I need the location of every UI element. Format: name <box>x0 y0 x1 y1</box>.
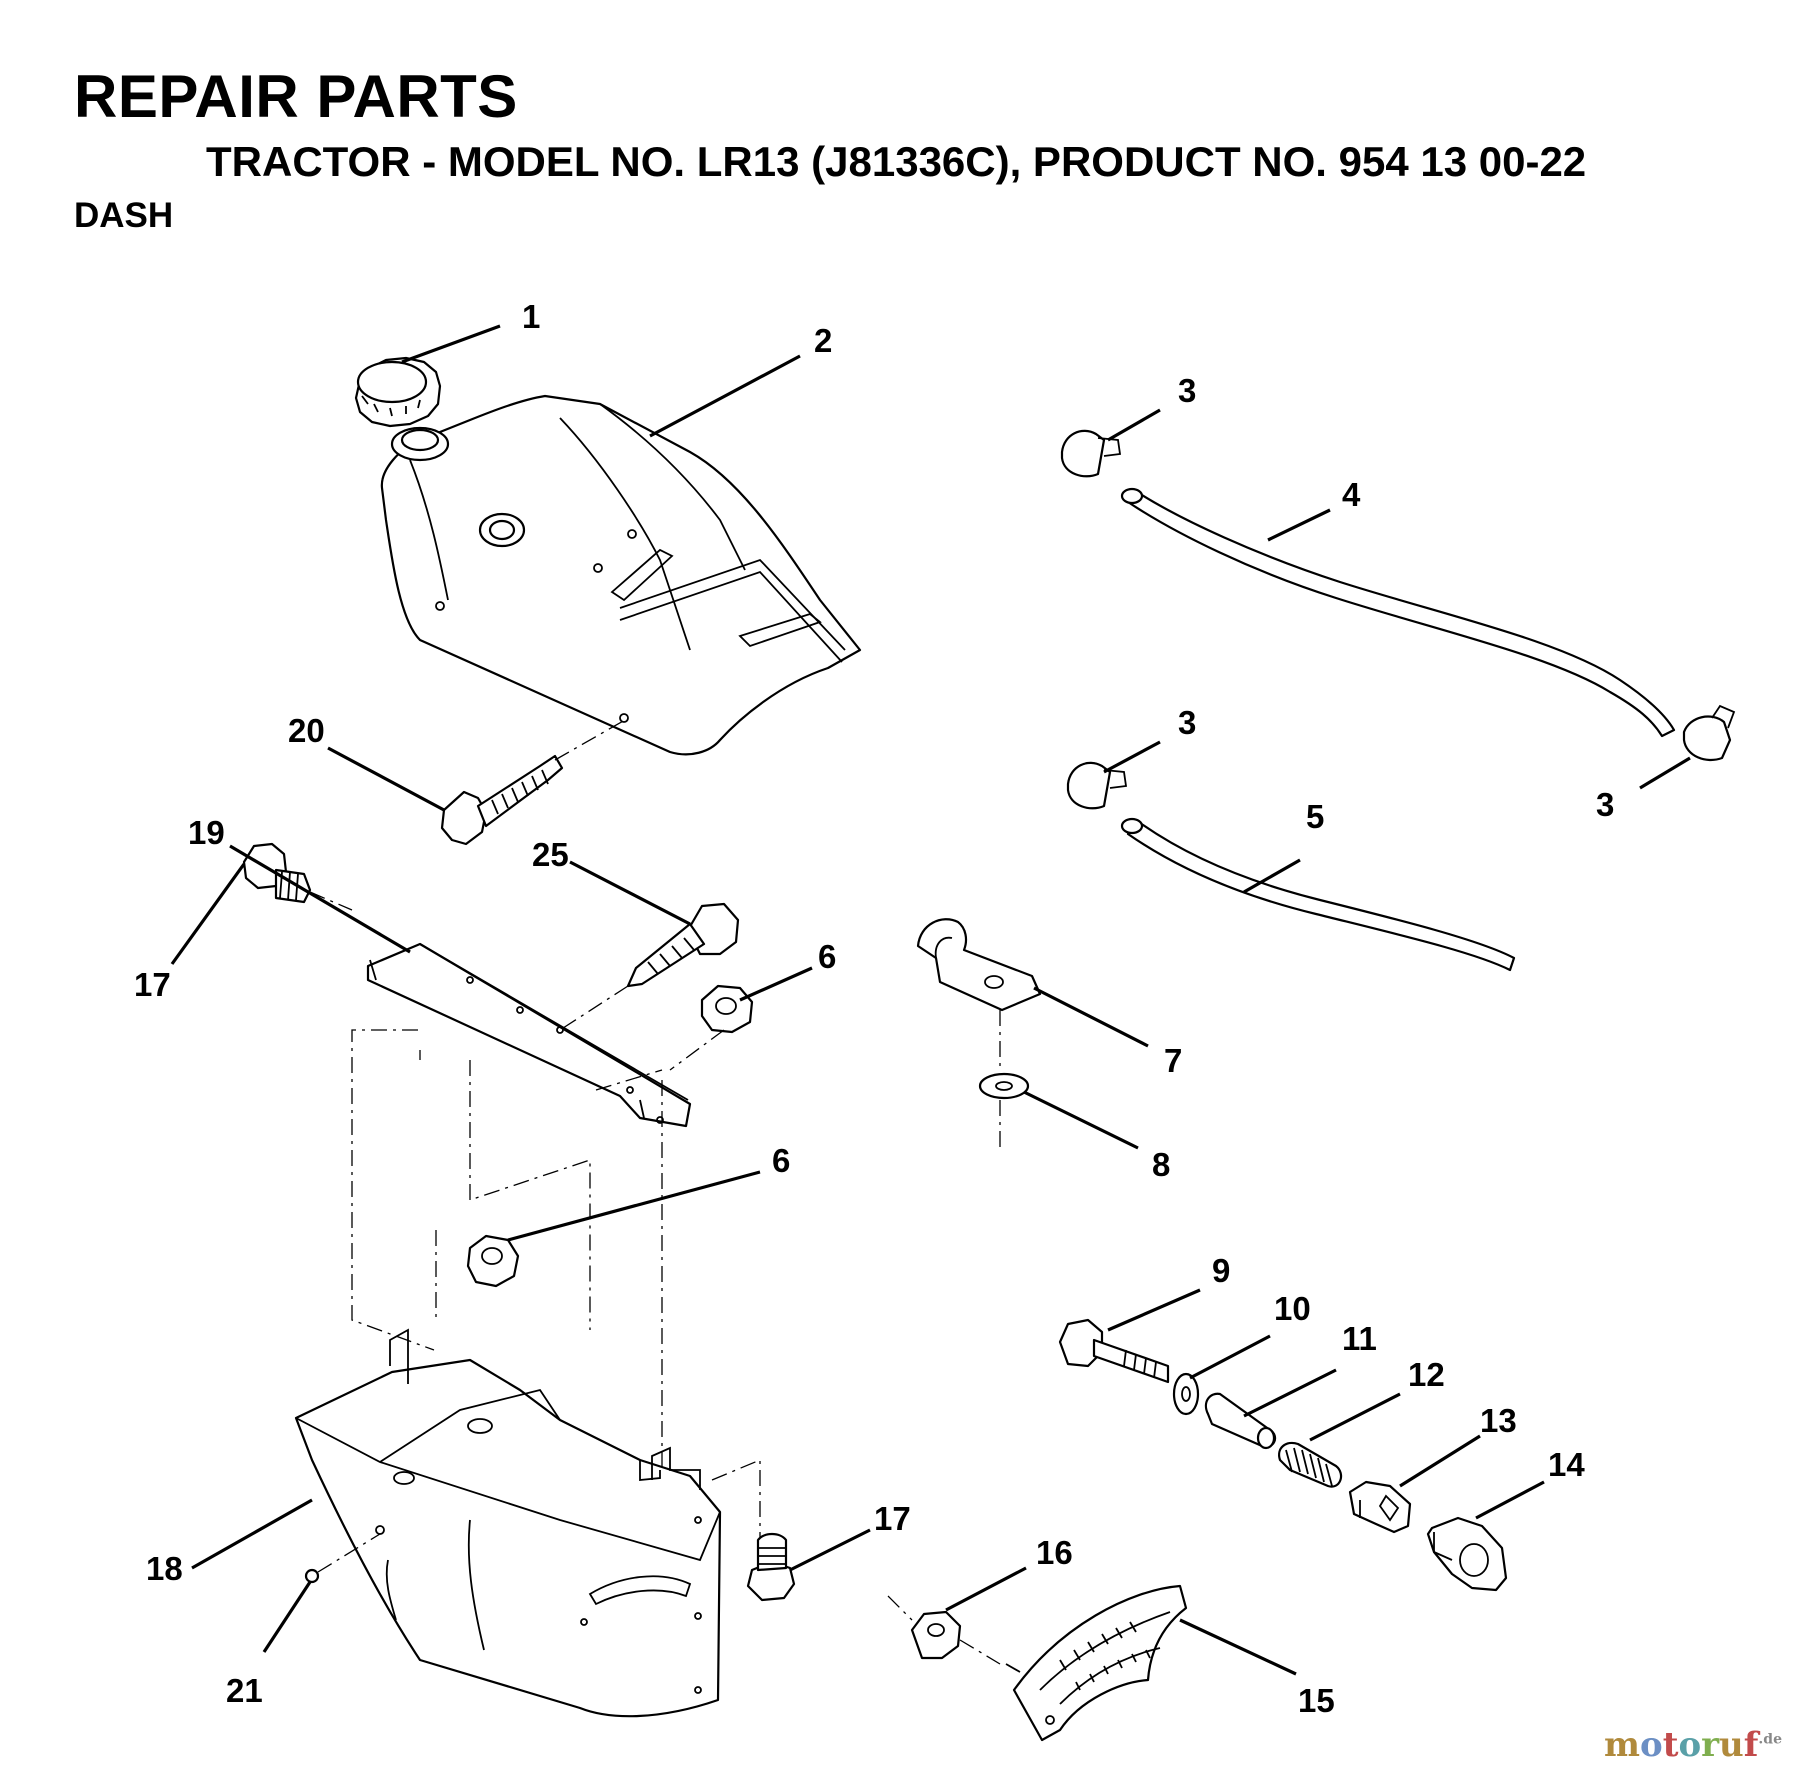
bracket-19-part[interactable] <box>366 942 692 1128</box>
callout-14: 14 <box>1548 1446 1585 1483</box>
callout-6-upper: 6 <box>818 938 836 975</box>
callout-25: 25 <box>532 836 569 873</box>
callout-4: 4 <box>1342 476 1361 513</box>
callout-17-lower: 17 <box>874 1500 911 1537</box>
callout-13: 13 <box>1480 1402 1517 1439</box>
bolt-9-part[interactable] <box>1058 1318 1170 1384</box>
callout-labels: 1 2 3 3 3 3 4 5 6 6 7 8 9 10 11 12 13 14… <box>134 298 1614 1719</box>
nut-6-lower-part[interactable] <box>466 1234 520 1288</box>
callout-19: 19 <box>188 814 225 851</box>
callout-5: 5 <box>1306 798 1324 835</box>
callout-8: 8 <box>1152 1146 1170 1183</box>
callout-2: 2 <box>814 322 832 359</box>
bolt-17-lower-part[interactable] <box>746 1532 796 1602</box>
bolt-25-part[interactable] <box>559 902 740 1031</box>
fuel-hose-5-part[interactable] <box>1120 817 1516 972</box>
callout-10: 10 <box>1274 1290 1311 1327</box>
nut-16-part[interactable] <box>887 1595 1001 1665</box>
spring-12-part[interactable] <box>1278 1441 1343 1488</box>
callout-16: 16 <box>1036 1534 1073 1571</box>
throttle-handle-14-part[interactable] <box>1426 1516 1508 1592</box>
hose-clamp-3b-part[interactable] <box>1066 761 1128 810</box>
callout-15: 15 <box>1298 1682 1335 1719</box>
callout-21: 21 <box>226 1672 263 1709</box>
callout-3-top: 3 <box>1178 372 1196 409</box>
callout-11: 11 <box>1342 1320 1377 1357</box>
leader-lines <box>170 324 1691 1676</box>
section-label: DASH <box>74 196 174 235</box>
dash-panel-18-part[interactable] <box>294 1328 722 1718</box>
fuel-hose-4-part[interactable] <box>1120 487 1676 738</box>
callout-18: 18 <box>146 1550 183 1587</box>
callout-6-lower: 6 <box>772 1142 790 1179</box>
hose-clip-7-part[interactable] <box>916 918 1042 1012</box>
nut-6-upper-part[interactable] <box>669 984 754 1071</box>
callout-3-right: 3 <box>1596 786 1614 823</box>
callout-1: 1 <box>522 298 540 335</box>
callout-9: 9 <box>1212 1252 1230 1289</box>
callout-7: 7 <box>1164 1042 1182 1079</box>
model-subtitle: TRACTOR - MODEL NO. LR13 (J81336C), PROD… <box>206 138 1587 185</box>
spacer-11-part[interactable] <box>1204 1392 1277 1450</box>
assembly-dash-lines <box>351 1029 761 1540</box>
bolt-17-upper-part[interactable] <box>242 842 353 911</box>
hose-clamp-3c-part[interactable] <box>1682 704 1736 762</box>
throttle-plate-15-part[interactable] <box>1005 1584 1188 1742</box>
fuel-cap-part[interactable] <box>354 356 442 428</box>
callout-17-upper: 17 <box>134 966 171 1003</box>
screw-20-part[interactable] <box>440 719 626 846</box>
knob-13-part[interactable] <box>1348 1480 1412 1534</box>
page-title: REPAIR PARTS <box>74 63 518 130</box>
pin-21-part[interactable] <box>304 1533 381 1584</box>
watermark-logo: motoruf.de <box>1604 1725 1782 1765</box>
washer-10-part[interactable] <box>1172 1372 1200 1416</box>
callout-3-mid: 3 <box>1178 704 1196 741</box>
hose-clamp-3a-part[interactable] <box>1060 429 1122 478</box>
dash-tank-housing-part[interactable] <box>380 394 862 756</box>
callout-20: 20 <box>288 712 325 749</box>
callout-12: 12 <box>1408 1356 1445 1393</box>
washer-8-part[interactable] <box>978 1010 1030 1150</box>
